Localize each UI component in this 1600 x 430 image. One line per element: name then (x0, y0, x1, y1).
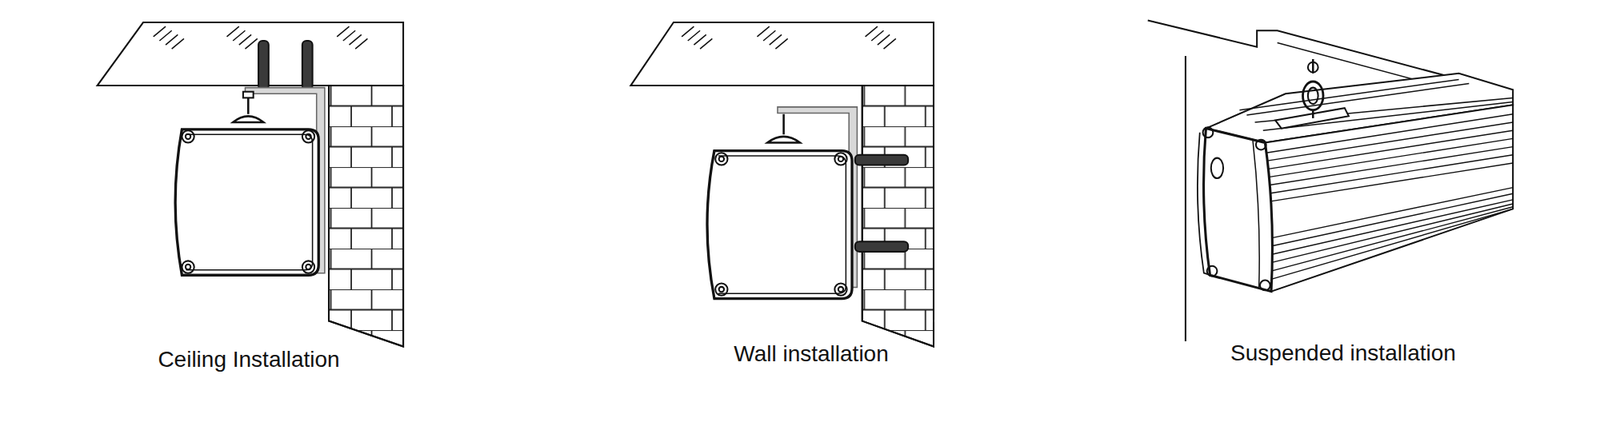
suspended-scene (1148, 20, 1513, 342)
installation-caption: Ceiling Installation (157, 346, 340, 374)
installation-caption: Wall installation (733, 340, 888, 368)
ceiling-scene (97, 22, 404, 347)
wall-scene (630, 22, 934, 347)
installation-caption: Suspended installation (1230, 340, 1456, 368)
